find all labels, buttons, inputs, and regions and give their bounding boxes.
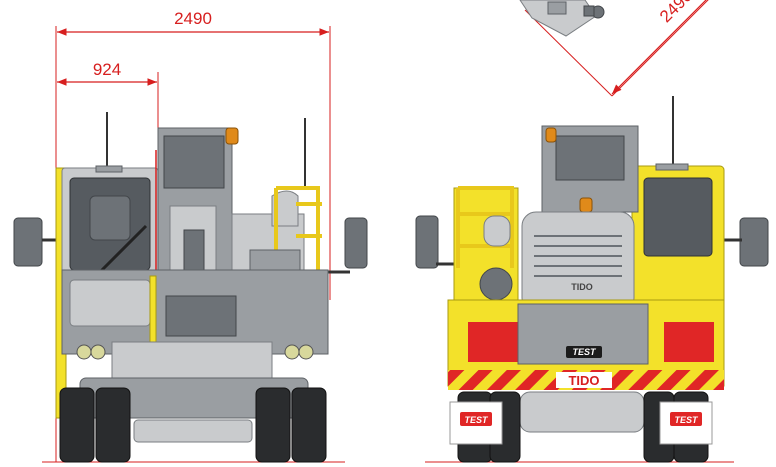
radiator-grille — [521, 211, 635, 313]
grille-logo: TIDO — [571, 282, 593, 292]
handrail — [456, 186, 514, 268]
beacon — [545, 127, 557, 143]
front-view-machine — [13, 112, 368, 463]
right-mirror — [739, 217, 769, 267]
rear-plate — [566, 346, 602, 358]
right-mirror — [344, 217, 368, 269]
rear-plate-text: TEST — [572, 347, 597, 357]
counterweight — [519, 391, 645, 433]
tyre — [59, 387, 95, 463]
headlight — [76, 344, 92, 360]
offset-width-label: 924 — [93, 60, 121, 79]
rotated-machine-detail — [519, 0, 605, 37]
handrail — [274, 186, 322, 280]
left-mirror — [415, 215, 439, 269]
overall-width-label: 2490 — [174, 9, 212, 28]
rear-bar-logo: TIDO — [568, 373, 599, 388]
mudflap-right-text: TEST — [674, 415, 699, 425]
rear-view-machine: TIDO TEST TIDO TEST TEST — [415, 96, 769, 463]
mudflap-left-text: TEST — [464, 415, 489, 425]
diagonal-width-label: 2490 — [656, 0, 696, 26]
left-mirror — [13, 217, 43, 267]
beacon — [225, 127, 239, 145]
